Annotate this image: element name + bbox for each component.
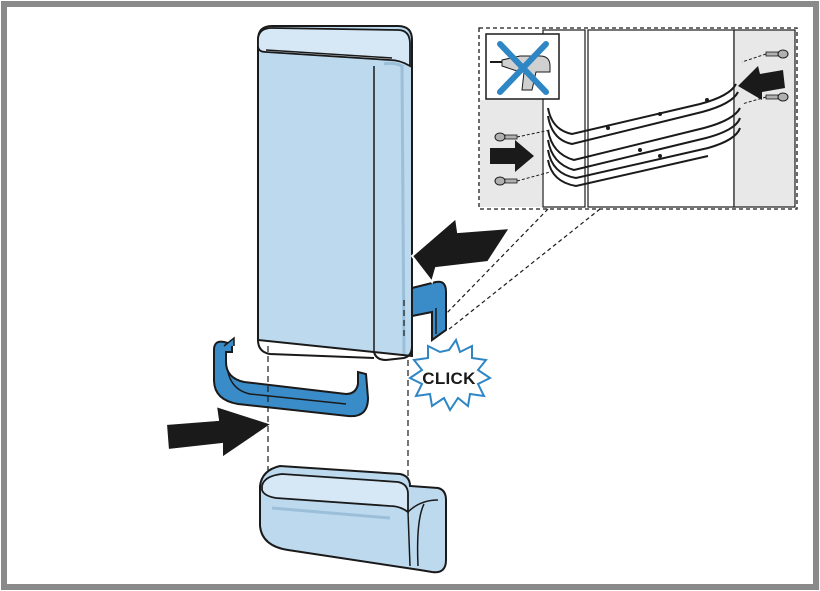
- front-clip: [213, 336, 370, 418]
- push-arrow-icon: [164, 404, 275, 460]
- detail-inset: [478, 27, 798, 210]
- back-clip: [411, 280, 447, 342]
- screw-icon: [494, 171, 551, 186]
- no-drill-icon: [485, 33, 560, 100]
- callout-lines: [441, 208, 601, 331]
- push-arrow-icon: [410, 216, 512, 285]
- alignment-lines: [267, 300, 409, 490]
- click-label: CLICK: [422, 369, 476, 388]
- push-arrow-icon: [490, 140, 534, 172]
- screw-icon: [741, 92, 789, 105]
- screw-icon: [741, 49, 789, 63]
- duct: [257, 25, 413, 362]
- click-callout: CLICK: [408, 337, 492, 412]
- bracket-rail: [547, 83, 741, 188]
- screw-icon: [494, 129, 551, 142]
- elbow-connector: [259, 464, 447, 574]
- push-arrow-icon: [738, 66, 785, 100]
